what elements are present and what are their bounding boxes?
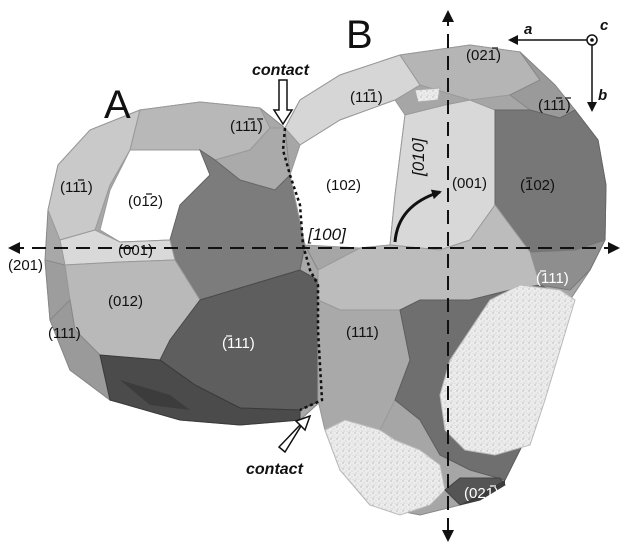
face-label-b--111: (111) <box>536 270 569 287</box>
crystal-b-label: B <box>346 13 373 57</box>
ref-label-b: b <box>598 87 607 104</box>
axis-100-arrow-left <box>8 242 20 254</box>
ref-label-a: a <box>524 21 532 38</box>
ref-label-c: c <box>600 17 609 34</box>
face-a-bottom <box>99 354 301 426</box>
face-b-111 <box>317 299 411 431</box>
contact-arrow-top <box>272 79 294 126</box>
face-label-b-1-11: (111) <box>350 89 383 106</box>
axis-100-label: [100] <box>307 225 347 244</box>
face-label-b--102: (102) <box>520 177 555 194</box>
face-label-a-001: (001) <box>118 242 153 259</box>
contact-arrow-bottom <box>277 414 312 454</box>
crystal-b <box>284 44 607 516</box>
overbars <box>78 47 571 487</box>
inclusion-bottom <box>324 419 446 516</box>
rotation-arrow <box>393 189 442 243</box>
face-label-b-111: (111) <box>346 324 379 341</box>
face-label-b-001: (001) <box>452 175 487 192</box>
axis-010-label: [010] <box>409 137 428 177</box>
contact-boundary <box>281 127 324 412</box>
face-label-a-201: (201) <box>8 257 43 274</box>
axis-010-arrow-top <box>442 10 454 22</box>
face-label-b-1-1-1: (111) <box>538 97 571 114</box>
contact-label-top: contact <box>252 62 310 79</box>
face-label-b-0-21-bottom: (021) <box>464 485 499 502</box>
face-label-a-1-1-1-top: (111) <box>230 118 263 135</box>
face-label-a-1-11: (111) <box>60 179 93 196</box>
crystal-a <box>44 101 323 426</box>
face-label-a-111: (111) <box>48 325 81 342</box>
face-label-b-02-1: (021) <box>466 47 501 64</box>
axis-100-arrow-right <box>608 242 620 254</box>
axis-010-arrow-bottom <box>442 530 454 542</box>
face-label-b-102: (102) <box>326 177 361 194</box>
face-label-a-0-12: (012) <box>128 193 163 210</box>
face-label-a--111: (111) <box>222 335 255 352</box>
contact-label-bottom: contact <box>246 461 304 478</box>
face-b-top-speckle <box>414 87 441 103</box>
face-label-a-012: (012) <box>108 293 143 310</box>
crystal-a-label: A <box>104 83 131 127</box>
reference-frame <box>508 34 598 112</box>
face-a-bottom-inner <box>120 380 190 410</box>
